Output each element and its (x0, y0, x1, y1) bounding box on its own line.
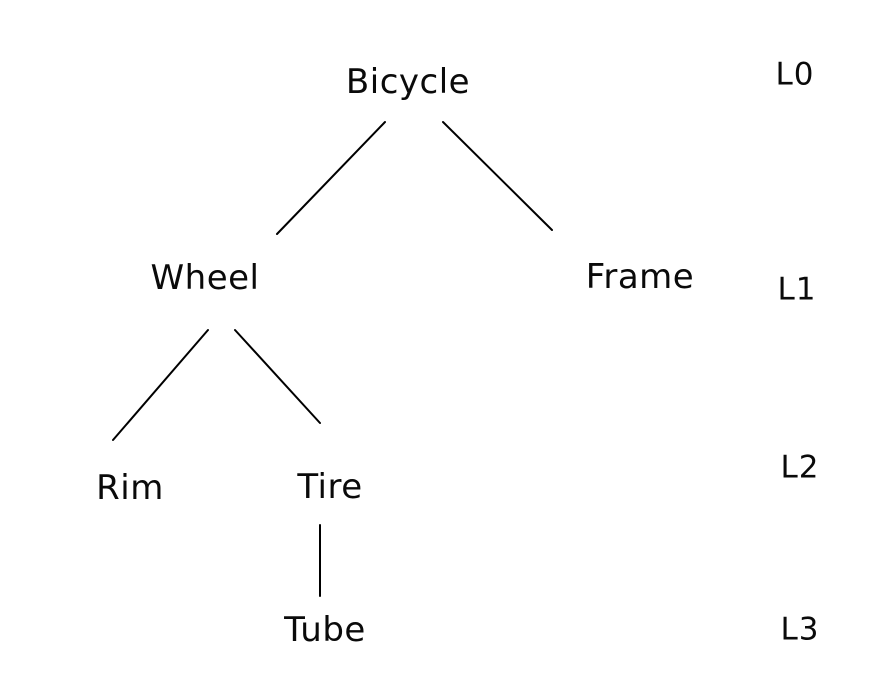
tree-node-rim[interactable]: Rim (96, 468, 164, 508)
tree-edge-wheel-to-tire (234, 329, 321, 424)
tree-node-tire[interactable]: Tire (297, 467, 363, 507)
tree-edge-bicycle-to-wheel (276, 121, 386, 235)
tree-edge-bicycle-to-frame (442, 121, 553, 231)
tree-node-tube[interactable]: Tube (284, 610, 366, 650)
tree-node-frame[interactable]: Frame (585, 257, 695, 297)
level-label-l1: L1 (777, 271, 817, 308)
tree-node-wheel[interactable]: Wheel (150, 258, 260, 298)
tree-edge-wheel-to-rim (112, 329, 209, 441)
level-label-l2: L2 (780, 449, 820, 486)
tree-node-bicycle[interactable]: Bicycle (345, 62, 471, 102)
level-label-l0: L0 (775, 56, 815, 93)
level-label-l3: L3 (780, 611, 820, 648)
